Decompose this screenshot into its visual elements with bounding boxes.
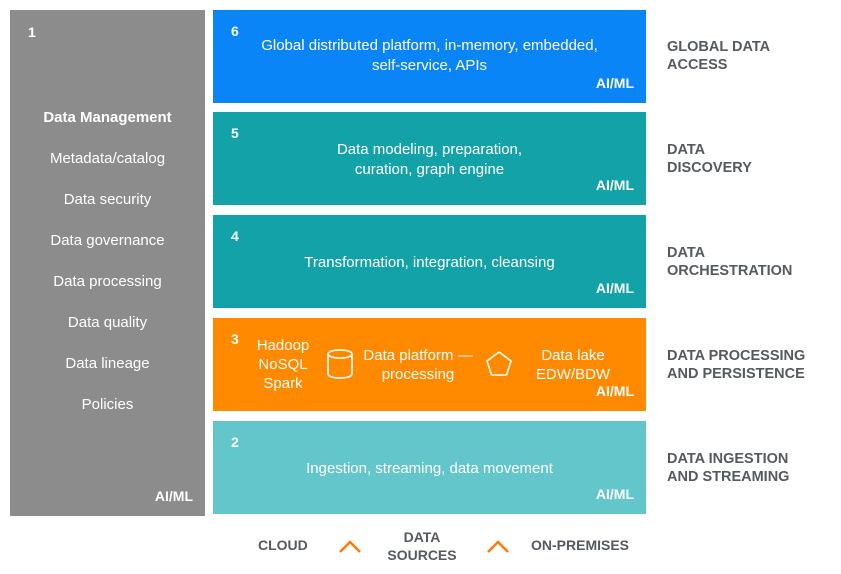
data-management-heading: Data Management — [43, 109, 172, 126]
layer-number: 6 — [231, 23, 239, 39]
layer-description: Ingestion, streaming, data movement — [306, 460, 553, 477]
data-lake-label: Data lake EDW/BDW — [535, 347, 611, 383]
list-item: Metadata/catalog — [49, 150, 166, 167]
layer-3-box: 3 Hadoop NoSQL Spark Data platform —proc… — [213, 318, 646, 411]
layer-2-box: 2 Ingestion, streaming, data movement AI… — [213, 421, 646, 514]
list-item: Data lineage — [65, 355, 150, 372]
layer-description: Data modeling, preparation, curation, gr… — [336, 141, 523, 178]
ai-ml-tag: AI/ML — [595, 486, 634, 502]
data-management-panel: 1 Data Management Metadata/catalog Data … — [10, 10, 205, 516]
layer-number: 1 — [28, 24, 36, 40]
list-item: Policies — [81, 396, 134, 413]
layer-description: Transformation, integration, cleansing — [304, 254, 555, 271]
ai-ml-tag: AI/ML — [154, 488, 193, 504]
layer-4-box: 4 Transformation, integration, cleansing… — [213, 215, 646, 308]
side-label-data-ingestion: DATA INGESTION AND STREAMING — [667, 451, 790, 485]
list-item: Data quality — [67, 314, 148, 331]
side-label-global-data-access: GLOBAL DATA ACCESS — [667, 39, 770, 73]
ai-ml-tag: AI/ML — [595, 177, 634, 193]
data-sources-label: DATA SOURCES — [387, 529, 457, 563]
database-icon — [327, 349, 353, 379]
list-item: Data security — [63, 191, 152, 208]
ai-ml-tag: AI/ML — [595, 280, 634, 296]
list-item: Data processing — [53, 273, 162, 290]
layer-6-box: 6 Global distributed platform, in-memory… — [213, 10, 646, 103]
layer-description: Global distributed platform, in-memory, … — [261, 37, 598, 74]
hadoop-nosql-spark-label: Hadoop NoSQL Spark — [256, 337, 310, 392]
cloud-label: CLOUD — [258, 537, 308, 553]
side-label-data-orchestration: DATA ORCHESTRATION — [667, 245, 793, 279]
list-item: Data governance — [50, 232, 165, 249]
layer-5-box: 5 Data modeling, preparation, curation, … — [213, 112, 646, 205]
data-management-list: Data Management Metadata/catalog Data se… — [10, 108, 205, 436]
caret-up-icon — [339, 540, 361, 553]
ai-ml-tag: AI/ML — [595, 383, 634, 399]
pentagon-icon — [486, 351, 512, 376]
layer-number: 5 — [231, 125, 239, 141]
layer-number: 3 — [231, 331, 239, 347]
data-platform-label: Data platform —processing — [363, 347, 473, 383]
on-premises-label: ON-PREMISES — [531, 537, 630, 553]
layer-number: 2 — [231, 434, 239, 450]
side-label-data-processing: DATA PROCESSING AND PERSISTENCE — [667, 348, 806, 382]
ai-ml-tag: AI/ML — [595, 75, 634, 91]
caret-up-icon — [487, 540, 509, 553]
layer-number: 4 — [231, 228, 239, 244]
side-label-data-discovery: DATA DISCOVERY — [667, 142, 752, 176]
